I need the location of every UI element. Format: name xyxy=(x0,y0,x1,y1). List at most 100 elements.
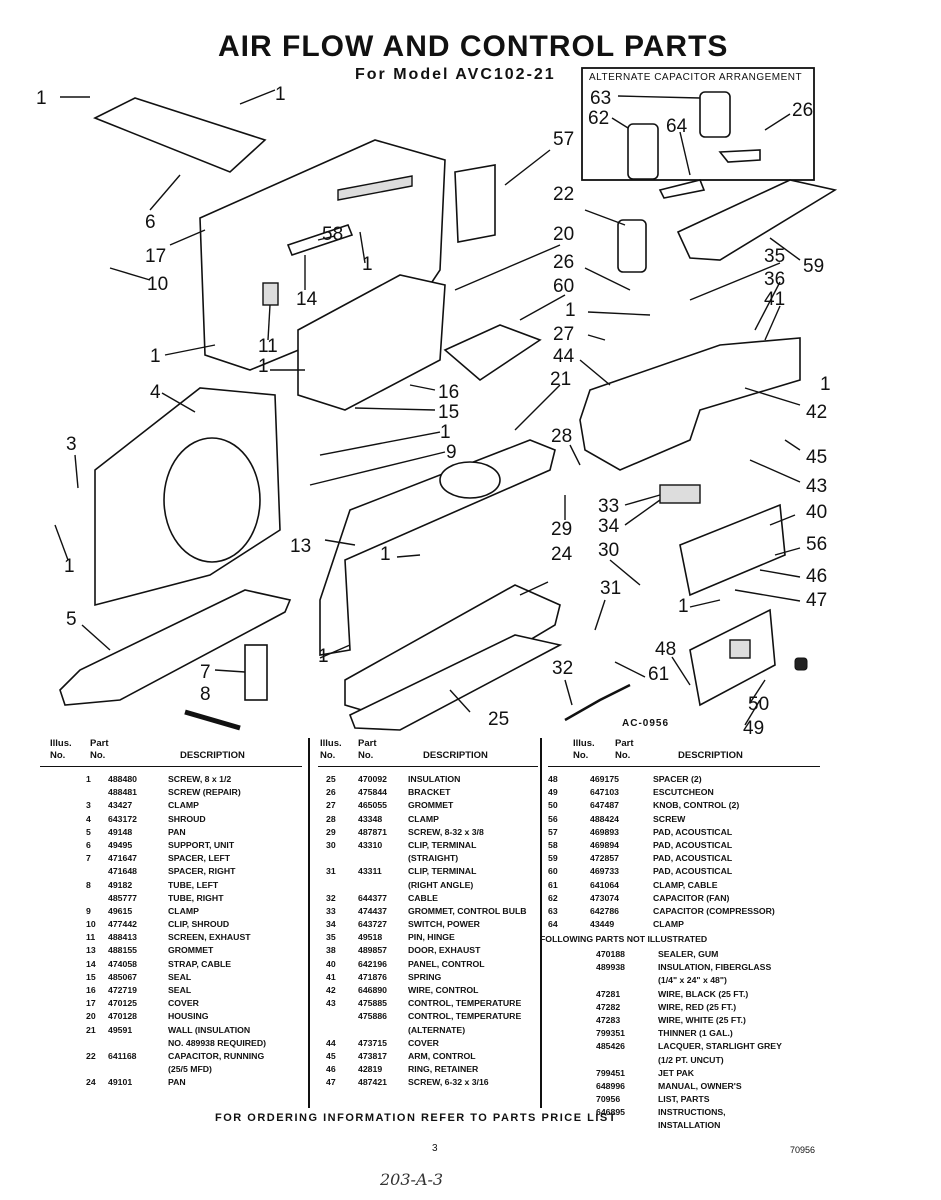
table-cell: 49148 xyxy=(108,826,133,837)
table-cell: PAD, ACOUSTICAL xyxy=(653,839,733,850)
table-cell: SCREW, 6-32 x 3/16 xyxy=(408,1077,489,1088)
table-cell: 28 xyxy=(326,813,336,824)
callout-number: 7 xyxy=(200,662,211,683)
table-cell: CABLE xyxy=(408,892,438,903)
table-cell: STRAP, CABLE xyxy=(168,958,232,969)
callout-number: 21 xyxy=(550,369,571,390)
callout-number: 1 xyxy=(820,374,831,395)
table-cell: 3 xyxy=(86,800,91,811)
document-number: 70956 xyxy=(790,1145,816,1155)
callout-number: 47 xyxy=(806,590,827,611)
leader-lines xyxy=(54,89,801,726)
table-cell: 20 xyxy=(86,1011,96,1022)
table-cell: 62 xyxy=(548,892,558,903)
callout-number: 9 xyxy=(446,442,457,463)
callout-number: 26 xyxy=(792,100,813,121)
table-cell: WIRE, RED (25 FT.) xyxy=(658,1001,737,1012)
table-cell: CLAMP xyxy=(653,919,684,930)
pad-57-shape xyxy=(454,164,496,243)
table-row: (RIGHT ANGLE) xyxy=(318,879,538,892)
table-cell: 34 xyxy=(326,919,336,930)
callout-number: 32 xyxy=(552,658,573,679)
table-cell: 648996 xyxy=(596,1080,625,1091)
callout-number: 5 xyxy=(66,609,77,630)
table-cell: 4 xyxy=(86,813,91,824)
callout-number: 48 xyxy=(655,639,676,660)
table-cell: 799351 xyxy=(596,1028,625,1039)
callout-number: 1 xyxy=(380,544,391,565)
table-cell: GROMMET xyxy=(408,800,454,811)
table-cell: 485067 xyxy=(108,971,137,982)
table-row: (1/4" x 24" x 48") xyxy=(548,974,820,987)
table-cell: 469893 xyxy=(590,826,619,837)
table-cell: SHROUD xyxy=(168,813,206,824)
alternate-capacitor-inset: ALTERNATE CAPACITOR ARRANGEMENT xyxy=(581,67,815,199)
control-panel-shape xyxy=(679,503,786,597)
table-cell: SCREW, 8-32 x 3/8 xyxy=(408,826,484,837)
callout-number: 1 xyxy=(150,346,161,367)
header-description: DESCRIPTION xyxy=(180,750,245,761)
table-cell: 49101 xyxy=(108,1077,133,1088)
table-cell: 63 xyxy=(548,905,558,916)
table-cell: COVER xyxy=(408,1037,439,1048)
table-cell: MANUAL, OWNER'S xyxy=(658,1080,742,1091)
callout-number: 40 xyxy=(806,502,827,523)
table-cell: (1/2 PT. UNCUT) xyxy=(658,1054,724,1065)
callout-number: 56 xyxy=(806,534,827,555)
table-cell: 70956 xyxy=(596,1094,621,1105)
callout-number: 15 xyxy=(438,402,459,423)
table-cell: PIN, HINGE xyxy=(408,932,455,943)
table-cell: 46 xyxy=(326,1064,336,1075)
callout-number: 59 xyxy=(803,256,824,277)
header-no: No. xyxy=(50,750,66,761)
table-cell: (STRAIGHT) xyxy=(408,853,459,864)
callout-number: 20 xyxy=(553,224,574,245)
table-cell: 470128 xyxy=(108,1011,137,1022)
header-illus: Illus. xyxy=(320,738,342,749)
table-cell: 9 xyxy=(86,905,91,916)
callout-number: 22 xyxy=(553,184,574,205)
table-cell: 50 xyxy=(548,800,558,811)
capacitor-22-shape xyxy=(617,219,647,273)
table-cell: CAPACITOR (FAN) xyxy=(653,892,730,903)
callout-number: 62 xyxy=(588,108,609,129)
header-no: No. xyxy=(358,750,374,761)
table-cell: 5 xyxy=(86,826,91,837)
callout-number: 1 xyxy=(440,422,451,443)
table-cell: SWITCH, POWER xyxy=(408,919,480,930)
table-cell: CONTROL, TEMPERATURE xyxy=(408,1011,522,1022)
table-cell: 43 xyxy=(326,998,336,1009)
table-cell: NO. 489938 REQUIRED) xyxy=(168,1037,267,1048)
table-cell: 646895 xyxy=(596,1107,625,1118)
table-cell: 488480 xyxy=(108,774,137,784)
table-cell: 31 xyxy=(326,866,336,877)
table-cell: 641168 xyxy=(108,1050,137,1061)
callout-number: 49 xyxy=(743,718,764,739)
table-cell: 56 xyxy=(548,813,558,824)
callout-number: 27 xyxy=(553,324,574,345)
table-cell: GROMMET, CONTROL BULB xyxy=(408,905,527,916)
table-cell: CLAMP xyxy=(168,800,199,811)
table-cell: CLAMP, CABLE xyxy=(653,879,718,890)
